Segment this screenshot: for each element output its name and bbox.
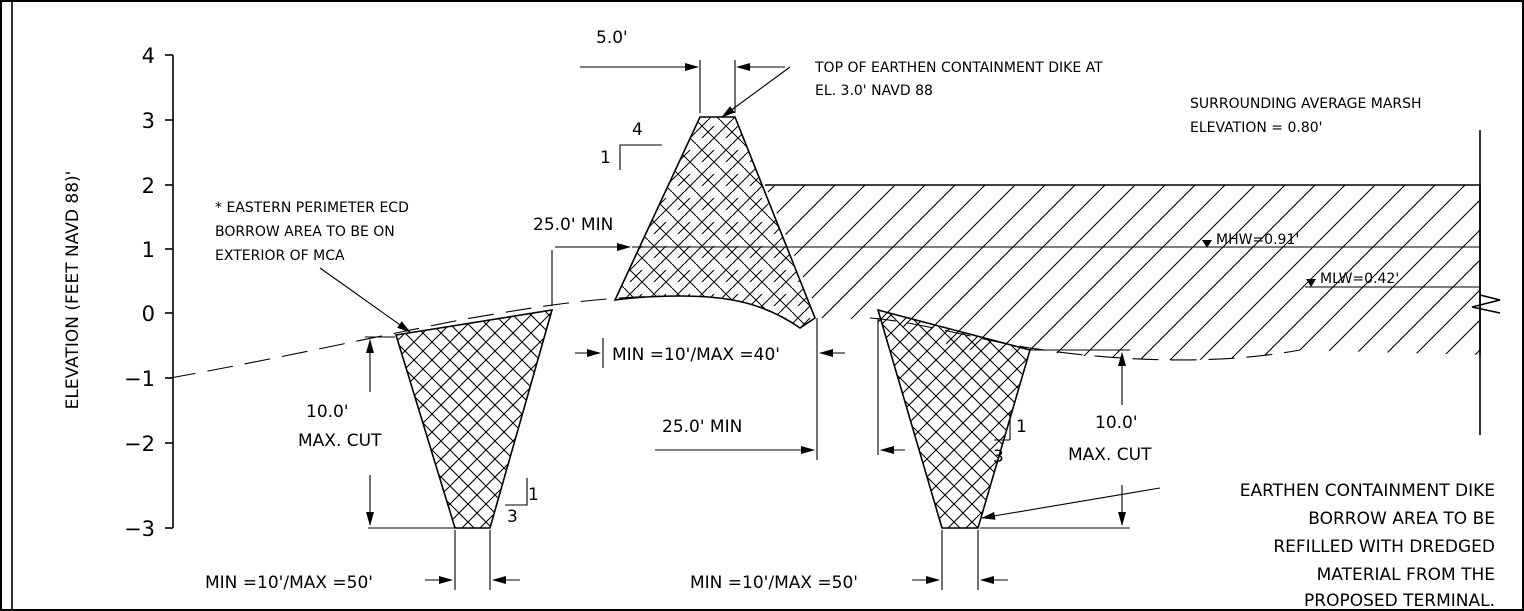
refill-note-leader [981, 487, 1161, 520]
tick-label-0: 0 [142, 302, 155, 326]
top-width-label: 5.0' [596, 28, 628, 48]
marsh-fill-hatch [765, 185, 1480, 361]
left-trench-slope-run: 3 [507, 507, 518, 527]
elevation-axis: 4 3 2 1 0 −1 −2 −3 ELEVATION (FEET NAVD … [63, 44, 174, 541]
right-trench-slope-indicator: 1 3 [993, 412, 1027, 467]
refill-note-line1: EARTHEN CONTAINMENT DIKE [1240, 481, 1495, 501]
upper-setback-label: 25.0' MIN [533, 215, 613, 235]
tick-label-3: 3 [142, 109, 155, 133]
right-cut-label-line2: MAX. CUT [1068, 445, 1152, 465]
break-symbol [1471, 294, 1501, 314]
top-width-dimension: 5.0' [580, 28, 785, 113]
right-cut-dimension: 10.0' MAX. CUT [980, 349, 1152, 529]
right-borrow-trench [876, 308, 1031, 529]
dike-top-label-line1: TOP OF EARTHEN CONTAINMENT DIKE AT [814, 60, 1103, 76]
left-cut-label-line2: MAX. CUT [298, 431, 382, 451]
marsh-elevation-label-line2: ELEVATION = 0.80' [1190, 120, 1323, 136]
tick-label-4: 4 [142, 44, 155, 68]
left-cut-dimension: 10.0' MAX. CUT [298, 336, 455, 529]
dike-slope-rise: 1 [600, 148, 611, 168]
right-trench-slope-rise: 1 [1016, 417, 1027, 437]
right-trench-slope-run: 3 [993, 447, 1004, 467]
right-bottom-label: MIN =10'/MAX =50' [690, 573, 858, 593]
dike-base-dimension: MIN =10'/MAX =40' [575, 318, 845, 460]
left-borrow-trench [394, 309, 554, 529]
dike-top-label-line2: EL. 3.0' NAVD 88 [815, 83, 933, 99]
refill-note-line4: MATERIAL FROM THE [1317, 565, 1495, 585]
tick-label-minus-3: −3 [124, 517, 155, 541]
refill-note-line3: REFILLED WITH DREDGED [1273, 537, 1495, 557]
existing-grade-line-left [169, 295, 681, 379]
dike-slope-run: 4 [632, 120, 643, 140]
containment-dike [613, 116, 816, 329]
upper-setback-dimension: 25.0' MIN [533, 215, 631, 306]
left-cut-label-line1: 10.0' [306, 402, 349, 422]
mhw-triangle-icon [1202, 240, 1212, 248]
right-cut-label-line1: 10.0' [1095, 413, 1138, 433]
refill-note-line2: BORROW AREA TO BE [1308, 509, 1495, 529]
left-trench-slope-rise: 1 [528, 485, 539, 505]
refill-note-line5: PROPOSED TERMINAL. [1304, 591, 1495, 611]
eastern-note-line2: BORROW AREA TO BE ON [215, 224, 395, 240]
mhw-label: MHW=0.91' [1216, 232, 1299, 248]
tick-label-minus-1: −1 [124, 367, 155, 391]
axis-title: ELEVATION (FEET NAVD 88)' [63, 171, 83, 410]
tick-label-1: 1 [142, 238, 155, 262]
dike-base-label: MIN =10'/MAX =40' [612, 345, 780, 365]
dike-slope-indicator: 1 4 [600, 120, 662, 170]
eastern-note-leader [319, 267, 411, 333]
right-bottom-dimension: MIN =10'/MAX =50' [690, 530, 1008, 593]
left-trench-slope-indicator: 1 3 [505, 478, 539, 527]
eastern-note-line3: EXTERIOR OF MCA [215, 248, 345, 264]
lower-setback-dimension: 25.0' MIN [655, 417, 815, 454]
lower-setback-label: 25.0' MIN [662, 417, 742, 437]
marsh-elevation-label-line1: SURROUNDING AVERAGE MARSH [1190, 96, 1422, 112]
tick-label-2: 2 [142, 174, 155, 198]
dike-top-leader [721, 66, 791, 118]
tick-label-minus-2: −2 [124, 432, 155, 456]
mlw-triangle-icon [1306, 279, 1316, 287]
left-bottom-dimension: MIN =10'/MAX =50' [205, 530, 520, 593]
mlw-label: MLW=0.42' [1320, 271, 1399, 287]
eastern-note-line1: * EASTERN PERIMETER ECD [215, 200, 409, 216]
left-bottom-label: MIN =10'/MAX =50' [205, 573, 373, 593]
